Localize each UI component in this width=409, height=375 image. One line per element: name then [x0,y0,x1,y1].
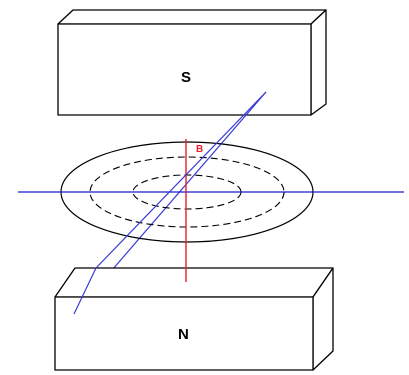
top-magnet-s [57,9,327,116]
bottom-magnet-label: N [178,326,189,343]
top-magnet-side-face [310,9,327,116]
field-axis-label: B [196,144,203,155]
diagonal-axis-front-segment [73,267,97,315]
top-magnet-front-face [57,23,312,116]
top-magnet-label: S [181,69,191,86]
bottom-magnet-n [54,267,334,371]
diagonal-axis-center-segment [95,91,267,269]
bottom-magnet-front-face [54,296,314,371]
bottom-magnet-top-face [54,267,334,298]
top-magnet-top-face [57,9,327,25]
